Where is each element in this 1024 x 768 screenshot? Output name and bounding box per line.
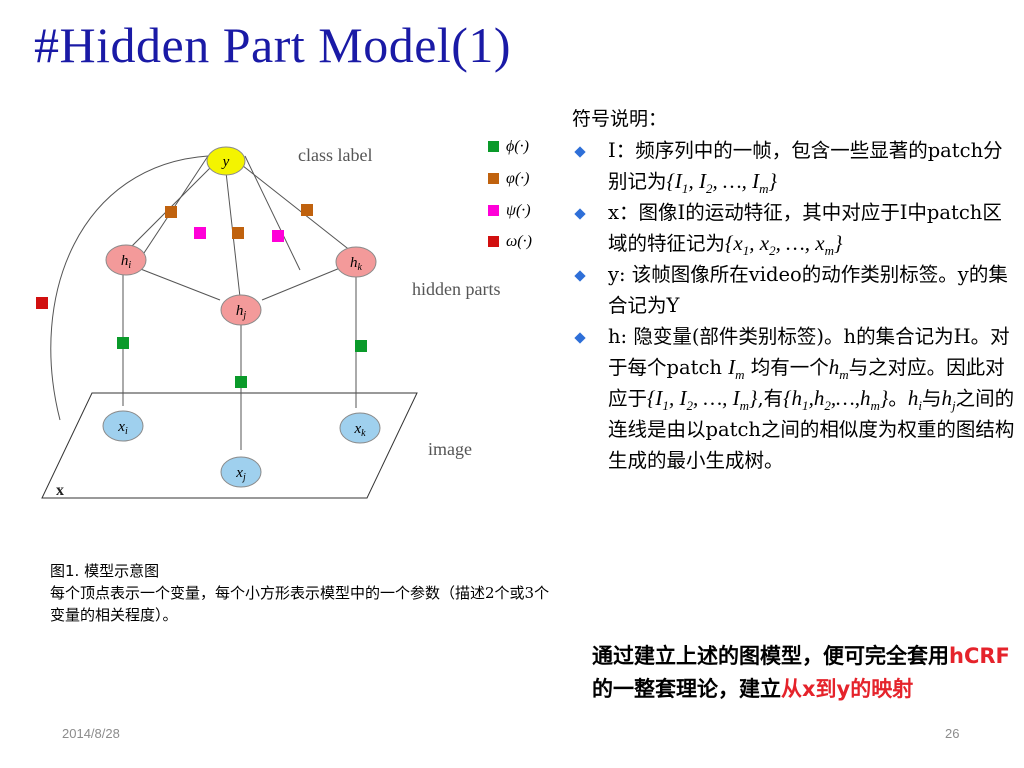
page-number: 26 <box>945 726 960 741</box>
factor-phi-square <box>355 340 367 352</box>
note-item-x: x：图像I的运动特征，其中对应于I中patch区域的特征记为{x1, x2, …… <box>570 197 1018 259</box>
legend-omega-label: ω(·) <box>506 233 532 250</box>
x-corner-text: x <box>56 482 64 499</box>
legend: ϕ(·) φ(·) ψ(·) ω(·) <box>488 138 532 250</box>
svg-text:xk: xk <box>353 421 366 439</box>
legend-omega-swatch <box>488 236 499 247</box>
svg-text:xi: xi <box>117 419 128 437</box>
node-h-j: hj <box>220 294 262 326</box>
factor-omega-square <box>36 297 48 309</box>
class-label-text: class label <box>298 145 372 165</box>
svg-text:hk: hk <box>350 255 363 273</box>
svg-text:xj: xj <box>235 465 246 483</box>
factor-phi-square <box>235 376 247 388</box>
factor-psi-square <box>272 230 284 242</box>
legend-psi-label: ψ(·) <box>506 202 531 219</box>
arc-edge <box>50 155 209 421</box>
legend-phi-swatch <box>488 141 499 152</box>
legend-varphi-label: φ(·) <box>506 170 530 187</box>
node-y: y <box>206 146 246 176</box>
hcrf-highlight: hCRF <box>949 644 1010 668</box>
note-item-y: y: 该帧图像所在video的动作类别标签。y的集合记为Y <box>570 259 1018 321</box>
notes-list: I：频序列中的一帧，包含一些显著的patch分别记为{I1, I2, …, Im… <box>570 135 1018 476</box>
svg-text:y: y <box>221 154 230 170</box>
note-item-i: I：频序列中的一帧，包含一些显著的patch分别记为{I1, I2, …, Im… <box>570 135 1018 197</box>
notes-heading: 符号说明： <box>572 108 668 130</box>
note-item-h: h: 隐变量(部件类别标签)。h的集合记为H。对于每个patch Im 均有一个… <box>570 321 1018 476</box>
caption-title: 图1. 模型示意图 <box>50 562 160 580</box>
factor-varphi-square <box>165 206 177 218</box>
slide-title: #Hidden Part Model(1) <box>34 17 512 73</box>
factor-psi-square <box>194 227 206 239</box>
symbol-notes: 符号说明： I：频序列中的一帧，包含一些显著的patch分别记为{I1, I2,… <box>570 104 1018 476</box>
node-x-i: xi <box>102 410 144 442</box>
legend-psi-swatch <box>488 205 499 216</box>
bullet-diamond-icon <box>574 332 586 344</box>
factor-varphi-square <box>301 204 313 216</box>
patch-set-expression: {I1, I2, …, Im} <box>666 169 777 197</box>
caption-body: 每个顶点表示一个变量，每个小方形表示模型中的一个参数（描述2个或3个变量的相关程… <box>50 584 550 624</box>
factor-varphi-square <box>232 227 244 239</box>
bullet-diamond-icon <box>574 270 586 282</box>
hidden-parts-text: hidden parts <box>412 279 500 299</box>
factor-phi-square <box>117 337 129 349</box>
node-h-k: hk <box>335 246 377 278</box>
svg-text:hj: hj <box>236 303 247 321</box>
feature-set-expression: {x1, x2, …, xm} <box>725 231 843 259</box>
legend-varphi-swatch <box>488 173 499 184</box>
node-x-k: xk <box>339 412 381 444</box>
mapping-highlight: 从x到y的映射 <box>781 677 914 701</box>
bullet-diamond-icon <box>574 208 586 220</box>
node-h-i: hi <box>105 244 147 276</box>
image-plane <box>41 392 418 499</box>
figure-caption: 图1. 模型示意图 每个顶点表示一个变量，每个小方形表示模型中的一个参数（描述2… <box>50 560 560 626</box>
conclusion-text: 通过建立上述的图模型，便可完全套用hCRF的一整套理论，建立从x到y的映射 <box>592 644 1010 701</box>
node-x-j: xj <box>220 456 262 488</box>
bullet-diamond-icon <box>574 146 586 158</box>
footer-date: 2014/8/28 <box>62 726 120 741</box>
legend-phi-label: ϕ(·) <box>506 138 529 155</box>
svg-text:hi: hi <box>121 253 132 271</box>
model-diagram: y hi hj hk xi xj xk class label hidden p… <box>36 138 532 499</box>
image-label-text: image <box>428 439 472 459</box>
